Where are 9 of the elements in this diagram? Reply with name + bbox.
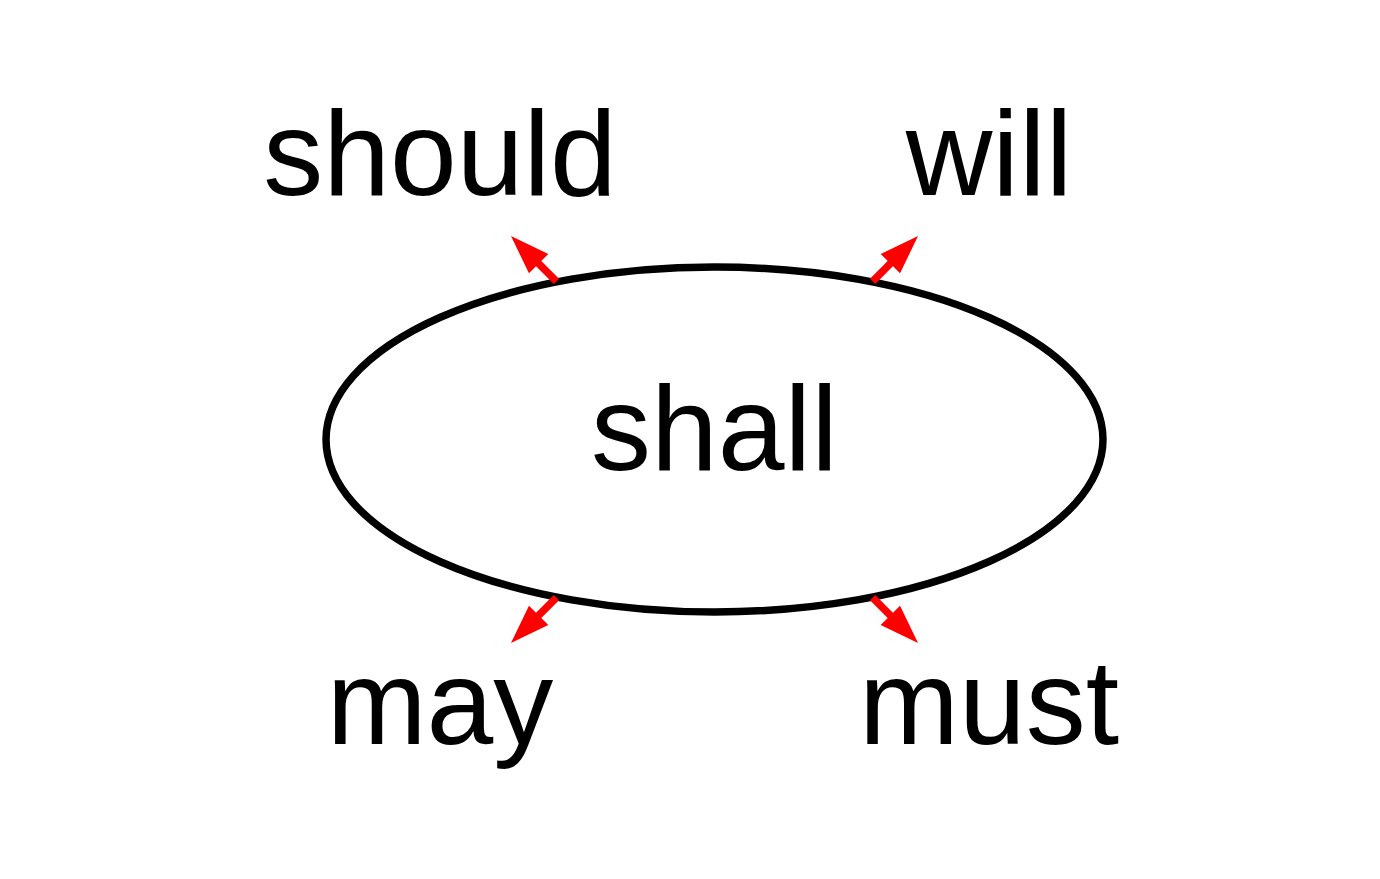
node-text: may (326, 635, 553, 769)
node-ellipse: shall (321, 263, 1107, 616)
arrow (510, 594, 559, 644)
arrow (510, 235, 559, 285)
arrow (869, 235, 918, 285)
arrow (869, 594, 918, 644)
node-text: must (858, 635, 1119, 769)
node-text: will (905, 85, 1072, 220)
node-text: should (262, 85, 617, 220)
